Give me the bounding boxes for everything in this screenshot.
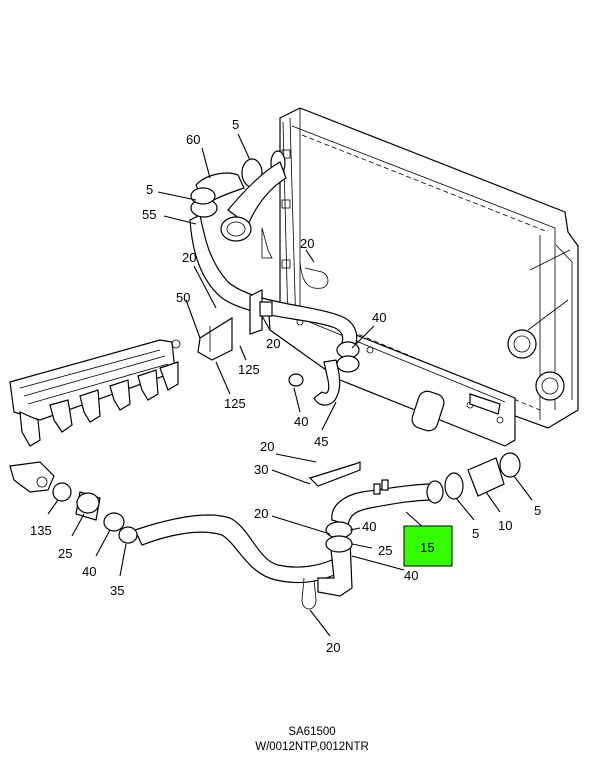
leader-lines — [47, 133, 533, 637]
callout-15: 15 — [420, 540, 434, 555]
thermostat-fittings — [9, 461, 138, 544]
lower-hose — [134, 452, 521, 597]
wire-clamp-upper — [299, 261, 329, 289]
callout-25-right: 25 — [378, 543, 392, 558]
callout-45: 45 — [314, 434, 328, 449]
radiator-bracket — [267, 299, 516, 447]
callout-50: 50 — [176, 290, 190, 305]
callout-20-bottom: 20 — [326, 640, 340, 655]
callout-40-right: 40 — [362, 519, 376, 534]
callout-30: 30 — [254, 462, 268, 477]
callout-labels: 60 5 5 55 20 20 50 20 125 125 40 40 45 2… — [30, 117, 541, 655]
caption-models: W/0012NTP,0012NTR — [255, 741, 369, 753]
wire-clamp-lower — [301, 577, 317, 610]
callout-20-mid: 20 — [266, 336, 280, 351]
callout-60: 60 — [186, 132, 200, 147]
callout-55: 55 — [142, 207, 156, 222]
callout-35: 35 — [110, 583, 124, 598]
callout-20-center: 20 — [260, 439, 274, 454]
highlight-box — [403, 525, 453, 567]
callout-20-upper: 20 — [300, 236, 314, 251]
callout-135: 135 — [30, 523, 52, 538]
callout-20-lower: 20 — [254, 506, 268, 521]
upper-hose — [189, 150, 358, 353]
diagram-caption: SA61500 W/0012NTP,0012NTR — [255, 726, 369, 753]
callout-125-a: 125 — [238, 362, 260, 377]
support-bracket — [308, 461, 361, 487]
caption-code: SA61500 — [288, 726, 335, 738]
mounting-bracket — [197, 289, 273, 361]
callout-5-right-a: 5 — [472, 526, 479, 541]
callout-25-left: 25 — [58, 546, 72, 561]
callout-5-right-b: 5 — [534, 503, 541, 518]
callout-5-top: 5 — [232, 117, 239, 132]
callout-20-left: 20 — [182, 250, 196, 265]
callout-40-lower: 40 — [404, 568, 418, 583]
callout-40-mid: 40 — [294, 414, 308, 429]
coolant-manifold — [9, 339, 181, 447]
callout-125-b: 125 — [224, 396, 246, 411]
callout-5-left: 5 — [146, 182, 153, 197]
callout-40-left: 40 — [82, 564, 96, 579]
callout-10: 10 — [498, 518, 512, 533]
callout-40-upper: 40 — [372, 310, 386, 325]
